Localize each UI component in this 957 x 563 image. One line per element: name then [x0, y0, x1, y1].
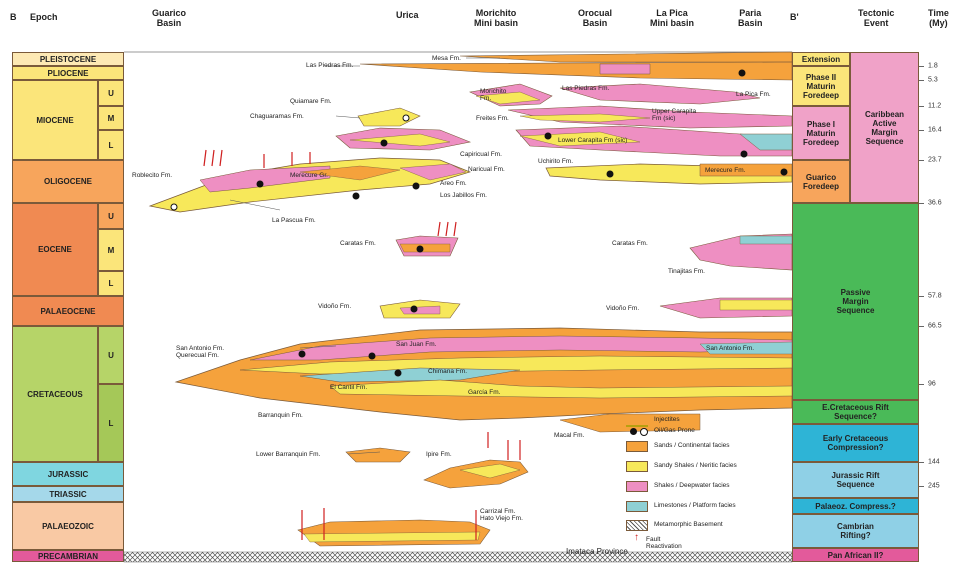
- tick-57-8: [919, 296, 924, 297]
- label-la-pica: La Pica Fm.: [736, 91, 771, 98]
- label-quiamare: Quiamare Fm.: [290, 98, 332, 105]
- age-1-8: 1.8: [928, 63, 938, 70]
- age-245: 245: [928, 483, 940, 490]
- tick-23-7: [919, 160, 924, 161]
- tick-1-8: [919, 66, 924, 67]
- legend-injectites: Injectites: [654, 416, 680, 423]
- legend-fault: Fault Reactivation: [646, 536, 682, 550]
- label-caratas-w: Caratas Fm.: [340, 240, 376, 247]
- label-morichito: Morichito Fm.: [480, 88, 506, 102]
- label-uchirito: Uchirito Fm.: [538, 158, 573, 165]
- age-36-6: 36.6: [928, 200, 942, 207]
- age-5-3: 5.3: [928, 77, 938, 84]
- label-chaguaramas: Chaguaramas Fm.: [250, 113, 304, 120]
- tick-96: [919, 384, 924, 385]
- label-las-piedras-e: Las Piedras Fm.: [562, 85, 609, 92]
- legend-sands: Sands / Continental facies: [654, 442, 730, 449]
- swatch-sandy: [626, 461, 648, 472]
- mesa-fm-body: [460, 52, 792, 62]
- tick-11-2: [919, 106, 924, 107]
- phase-pan-african: Pan African II?: [792, 548, 919, 562]
- swatch-limestones: [626, 501, 648, 512]
- swatch-basement: [626, 520, 648, 531]
- legend-basement: Metamorphic Basement: [654, 521, 723, 528]
- phase-i-foredeep: Phase I Maturin Foredeep: [792, 106, 850, 160]
- label-naricual: Naricual Fm.: [468, 166, 505, 173]
- label-vidono-w: Vidoño Fm.: [318, 303, 351, 310]
- phase-guarico-foredeep: Guarico Foredeep: [792, 160, 850, 203]
- label-las-piedras-w: Las Piedras Fm.: [306, 62, 353, 69]
- age-16-4: 16.4: [928, 127, 942, 134]
- legend-shales: Shales / Deepwater facies: [654, 482, 730, 489]
- label-merecure-gr: Merecure Gr.: [290, 172, 328, 179]
- legend-sandy: Sandy Shales / Neritic facies: [654, 462, 737, 469]
- label-macal: Macal Fm.: [554, 432, 584, 439]
- label-capiricual: Capiricual Fm.: [460, 151, 502, 158]
- label-carrizal: Carrizal Fm. Hato Viejo Fm.: [480, 508, 523, 522]
- label-el-cantil: El Cantil Fm.: [330, 384, 367, 391]
- age-96: 96: [928, 381, 936, 388]
- label-ipire: Ipire Fm.: [426, 451, 452, 458]
- label-tinajitas: Tinajitas Fm.: [668, 268, 705, 275]
- label-imataca: Imataca Province: [566, 548, 628, 555]
- label-roblecito: Roblecito Fm.: [132, 172, 172, 179]
- phase-extension: Extension: [792, 52, 850, 66]
- label-la-pascua: La Pascua Fm.: [272, 217, 316, 224]
- phase-ecretaceous-rift: E.Cretaceous Rift Sequence?: [792, 400, 919, 424]
- phase-cambrian-rifting: Cambrian Rifting?: [792, 514, 919, 548]
- lower-barranquin-body: [346, 448, 410, 462]
- metamorphic-basement: [124, 552, 792, 562]
- phase-early-cretaceous-compression: Early Cretaceous Compression?: [792, 424, 919, 462]
- swatch-sands: [626, 441, 648, 452]
- tick-16-4: [919, 130, 924, 131]
- label-san-antonio-w: San Antonio Fm. Querecual Fm.: [176, 345, 224, 359]
- gas-icon: [640, 428, 648, 436]
- label-areo: Areo Fm.: [440, 180, 467, 187]
- phase-ii-foredeep: Phase II Maturin Foredeep: [792, 66, 850, 106]
- oilgas-icon: [630, 428, 637, 435]
- tick-36-6: [919, 203, 924, 204]
- age-57-8: 57.8: [928, 293, 942, 300]
- label-garcia: García Fm.: [468, 389, 501, 396]
- label-los-jabillos: Los Jabillos Fm.: [440, 192, 487, 199]
- tick-144: [919, 462, 924, 463]
- fault-icon: ↑: [634, 532, 639, 543]
- label-san-juan: San Juan Fm.: [396, 341, 436, 348]
- label-san-antonio-e: San Antonio Fm.: [706, 345, 754, 352]
- injectites-icon: [626, 415, 648, 427]
- label-caratas-e: Caratas Fm.: [612, 240, 648, 247]
- label-vidono-e: Vidoño Fm.: [606, 305, 639, 312]
- age-23-7: 23.7: [928, 157, 942, 164]
- tick-245: [919, 486, 924, 487]
- label-upper-carapita: Upper Carapita Fm (sic): [652, 108, 696, 122]
- age-11-2: 11.2: [928, 103, 941, 110]
- legend-limestones: Limestones / Platform facies: [654, 502, 736, 509]
- label-mesa: Mesa Fm.: [432, 55, 461, 62]
- label-lower-barranquin: Lower Barranquin Fm.: [256, 451, 320, 458]
- tick-5-3: [919, 80, 924, 81]
- label-freites: Freites Fm.: [476, 115, 509, 122]
- phase-palaeoz-compress: Palaeoz. Compress.?: [792, 498, 919, 514]
- label-merecure-fm: Merecure Fm.: [705, 167, 745, 174]
- phase-jurassic-rift: Jurassic Rift Sequence: [792, 462, 919, 498]
- swatch-shales: [626, 481, 648, 492]
- phase-passive-margin: Passive Margin Sequence: [792, 203, 919, 400]
- age-144: 144: [928, 459, 940, 466]
- event-caribbean-margin: Caribbean Active Margin Sequence: [850, 52, 919, 203]
- age-66-5: 66.5: [928, 323, 942, 330]
- las-piedras-top-body: [360, 62, 792, 80]
- quiamare-body: [358, 108, 420, 126]
- label-lower-carapita: Lower Carapita Fm (sic): [558, 137, 627, 144]
- label-chimana: Chimana Fm.: [428, 368, 467, 375]
- legend-oilgas: Oil/Gas Prone: [654, 427, 695, 434]
- tick-66-5: [919, 326, 924, 327]
- label-barranquin: Barranquin Fm.: [258, 412, 303, 419]
